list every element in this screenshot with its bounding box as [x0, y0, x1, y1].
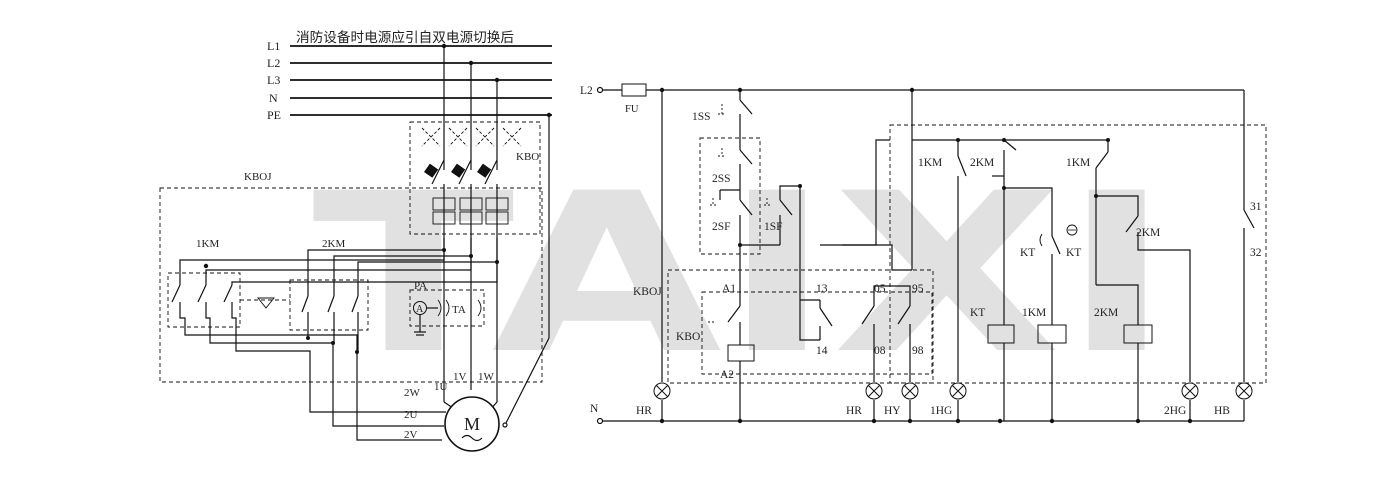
bus-label-n: N: [269, 91, 278, 105]
control-circuit: [596, 83, 1267, 425]
switch-2ss-label: 2SS: [712, 173, 731, 185]
coil-2km-label: 2KM: [1094, 307, 1118, 319]
bus-lines: [290, 45, 552, 116]
terminal-95: 95: [912, 283, 924, 295]
power-source-note: 消防设备时电源应引自双电源切换后: [296, 29, 514, 46]
switch-2sf-label: 2SF: [712, 221, 731, 233]
lamp-label-hr-2: HR: [846, 405, 862, 417]
contact-1km-label: 1KM: [918, 157, 942, 169]
contactor-2km-label: 2KM: [322, 238, 345, 250]
control-circuit-labels: L2 N FU 1SS 2SS 2SF 1SF KBOJ KBO A1 A2 1…: [580, 85, 1262, 417]
watermark-text: TAIXI: [312, 146, 1172, 402]
main-circuit: [159, 43, 552, 452]
switch-1sf-label: 1SF: [764, 221, 783, 233]
lamp-icon: [1181, 382, 1199, 400]
lamp-icon: [653, 382, 671, 400]
bus-label-pe: PE: [267, 108, 281, 122]
switch-1ss-label: 1SS: [692, 111, 711, 123]
contact-2km-label: 2KM: [970, 157, 994, 169]
contactor-1km-label: 1KM: [196, 238, 219, 250]
terminal-13: 13: [816, 283, 828, 295]
terminal-14: 14: [816, 345, 828, 357]
lamp-label-1hg: 1HG: [930, 405, 952, 417]
pa-label: PA: [414, 280, 427, 292]
lamp-icon: [949, 382, 967, 400]
lamp-label-2hg: 2HG: [1164, 405, 1186, 417]
terminal-1v: 1V: [453, 371, 467, 383]
lamp-icon: [901, 382, 919, 400]
contactor-1km-wiring: [171, 238, 498, 441]
rail-label-l2: L2: [580, 85, 593, 97]
contact-2km-second-label: 2KM: [1136, 227, 1160, 239]
timer-kt-right-label: KT: [1066, 247, 1081, 259]
fuse-label: FU: [625, 104, 639, 115]
lamp-label-hy: HY: [884, 405, 901, 417]
motor-ac-symbol: [461, 434, 483, 442]
terminal-1u: 1U: [434, 381, 448, 393]
kbo-control-label: KBO: [676, 331, 700, 343]
ta-label: TA: [452, 304, 466, 316]
kbo-isolator-marks: [421, 127, 522, 147]
bus-label-l3: L3: [267, 73, 280, 87]
contact-1km-second-label: 1KM: [1066, 157, 1090, 169]
lamp-label-hb: HB: [1214, 405, 1230, 417]
terminal-a2: A2: [720, 369, 734, 381]
lamp-icon: [865, 382, 883, 400]
main-circuit-labels: 消防设备时电源应引自双电源切换后 L1 L2 L3 N PE KBOJ KBO …: [196, 29, 539, 442]
terminal-32: 32: [1250, 247, 1262, 259]
timer-kt-left-label: KT: [1020, 247, 1035, 259]
terminal-98: 98: [912, 345, 924, 357]
kbo-breaker-contacts: [424, 159, 498, 238]
terminal-31: 31: [1250, 201, 1262, 213]
rail-label-n: N: [590, 403, 599, 415]
timer-coil-kt-label: KT: [970, 307, 985, 319]
terminal-1w: 1W: [478, 371, 495, 383]
indicator-lamps: [653, 382, 1253, 400]
terminal-2w: 2W: [404, 387, 421, 399]
motor-label: M: [464, 414, 480, 434]
ammeter-symbol: A: [416, 304, 424, 315]
kbo-thermal-elements: [432, 197, 509, 225]
terminal-05: 05: [874, 283, 886, 295]
terminal-08: 08: [874, 345, 886, 357]
bus-label-l2: L2: [267, 56, 280, 70]
bus-label-l1: L1: [267, 39, 280, 53]
lamp-label-hr: HR: [636, 405, 652, 417]
lamp-icon: [1235, 382, 1253, 400]
contactor-2km-wiring: [301, 248, 499, 354]
terminal-2v: 2V: [404, 429, 418, 441]
terminal-a1: A1: [722, 283, 736, 295]
terminal-2u: 2U: [404, 409, 418, 421]
kbo-label: KBO: [516, 151, 539, 163]
kboj-control-label: KBOJ: [633, 286, 662, 298]
kboj-label: KBOJ: [244, 171, 272, 183]
coil-1km-label: 1KM: [1022, 307, 1046, 319]
